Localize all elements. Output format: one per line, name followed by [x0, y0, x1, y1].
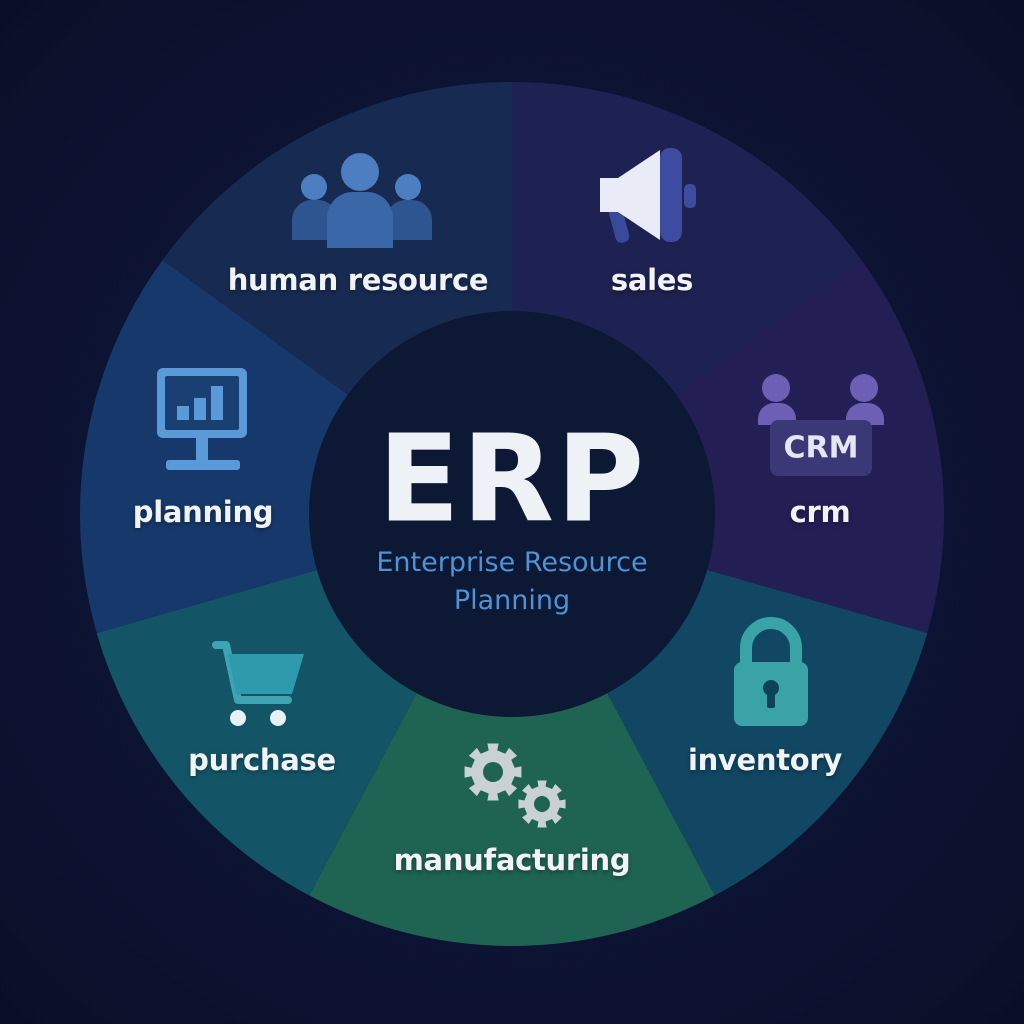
center-circle	[309, 311, 715, 717]
erp-title: ERP	[377, 410, 647, 550]
segment-label-purchase: purchase	[188, 743, 336, 777]
segment-label-human-resource: human resource	[227, 263, 489, 297]
people-group-icon	[292, 153, 432, 248]
gears-icon	[464, 743, 566, 828]
segment-label-crm: crm	[789, 495, 851, 529]
segment-label-sales: sales	[610, 263, 694, 297]
padlock-icon	[734, 617, 808, 726]
segment-label-inventory: inventory	[687, 743, 843, 777]
megaphone-icon	[600, 148, 696, 243]
crm-people-icon	[758, 374, 884, 476]
segment-manufacturing	[309, 514, 715, 946]
crm-icon-text: CRM	[783, 430, 859, 466]
monitor-chart-icon	[157, 368, 247, 470]
erp-subtitle: Enterprise Resource Planning	[376, 547, 648, 616]
segment-label-manufacturing: manufacturing	[393, 843, 631, 877]
shopping-cart-icon	[212, 641, 304, 726]
segment-label-planning: planning	[132, 495, 274, 529]
